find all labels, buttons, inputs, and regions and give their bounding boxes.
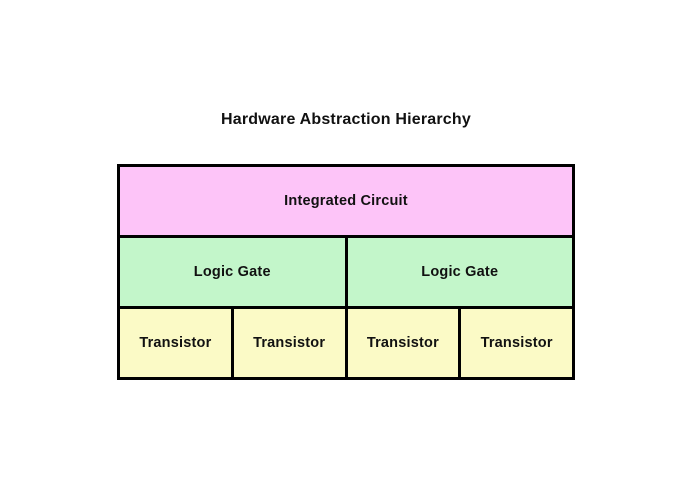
cell-transistor-2: Transistor — [233, 309, 345, 377]
diagram-title: Hardware Abstraction Hierarchy — [221, 111, 471, 128]
cell-transistor-1: Transistor — [120, 309, 231, 377]
cell-transistor-4: Transistor — [461, 309, 572, 377]
cell-logic-gate-2: Logic Gate — [347, 238, 572, 306]
cell-transistor-3: Transistor — [347, 309, 459, 377]
cell-logic-gate-1: Logic Gate — [120, 238, 345, 306]
hierarchy-table: Integrated Circuit Logic Gate Logic Gate… — [117, 164, 575, 380]
cell-integrated-circuit: Integrated Circuit — [120, 167, 572, 235]
